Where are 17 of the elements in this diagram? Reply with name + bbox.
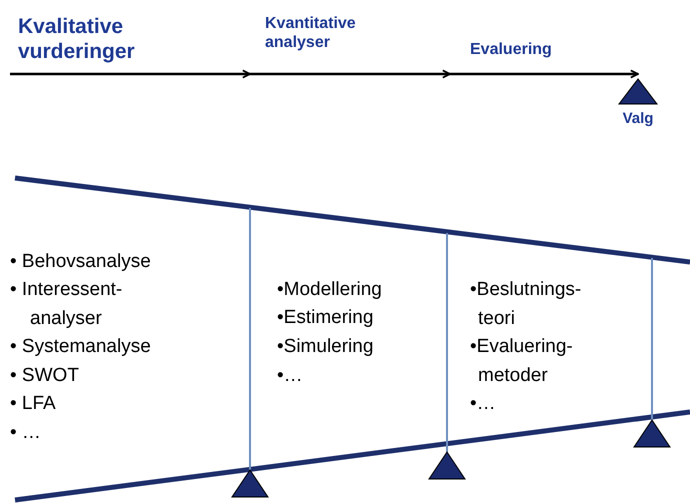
milestone-label: Valg: [622, 110, 654, 127]
list-item: •…: [470, 392, 496, 416]
list-item: •Evaluering- metoder: [470, 335, 574, 388]
stage-label: Kvalitative vurderinger: [18, 14, 136, 64]
list-item: •Estimering: [277, 306, 374, 330]
stage-label: Evaluering: [470, 40, 552, 60]
list-item: • Behovsanalyse: [10, 250, 151, 274]
list-item: • …: [10, 421, 41, 445]
list-item: •Simulering: [277, 335, 374, 359]
list-item: • SWOT: [10, 364, 79, 388]
list-item: • Systemanalyse: [10, 335, 151, 359]
list-item: •Beslutnings- teori: [470, 278, 582, 330]
list-item: •…: [277, 364, 303, 388]
list-item: •Modellering: [277, 278, 382, 302]
list-item: • LFA: [10, 392, 56, 416]
stage-label: Kvantitative analyser: [265, 14, 357, 52]
list-item: • Interessent- analyser: [10, 278, 124, 330]
